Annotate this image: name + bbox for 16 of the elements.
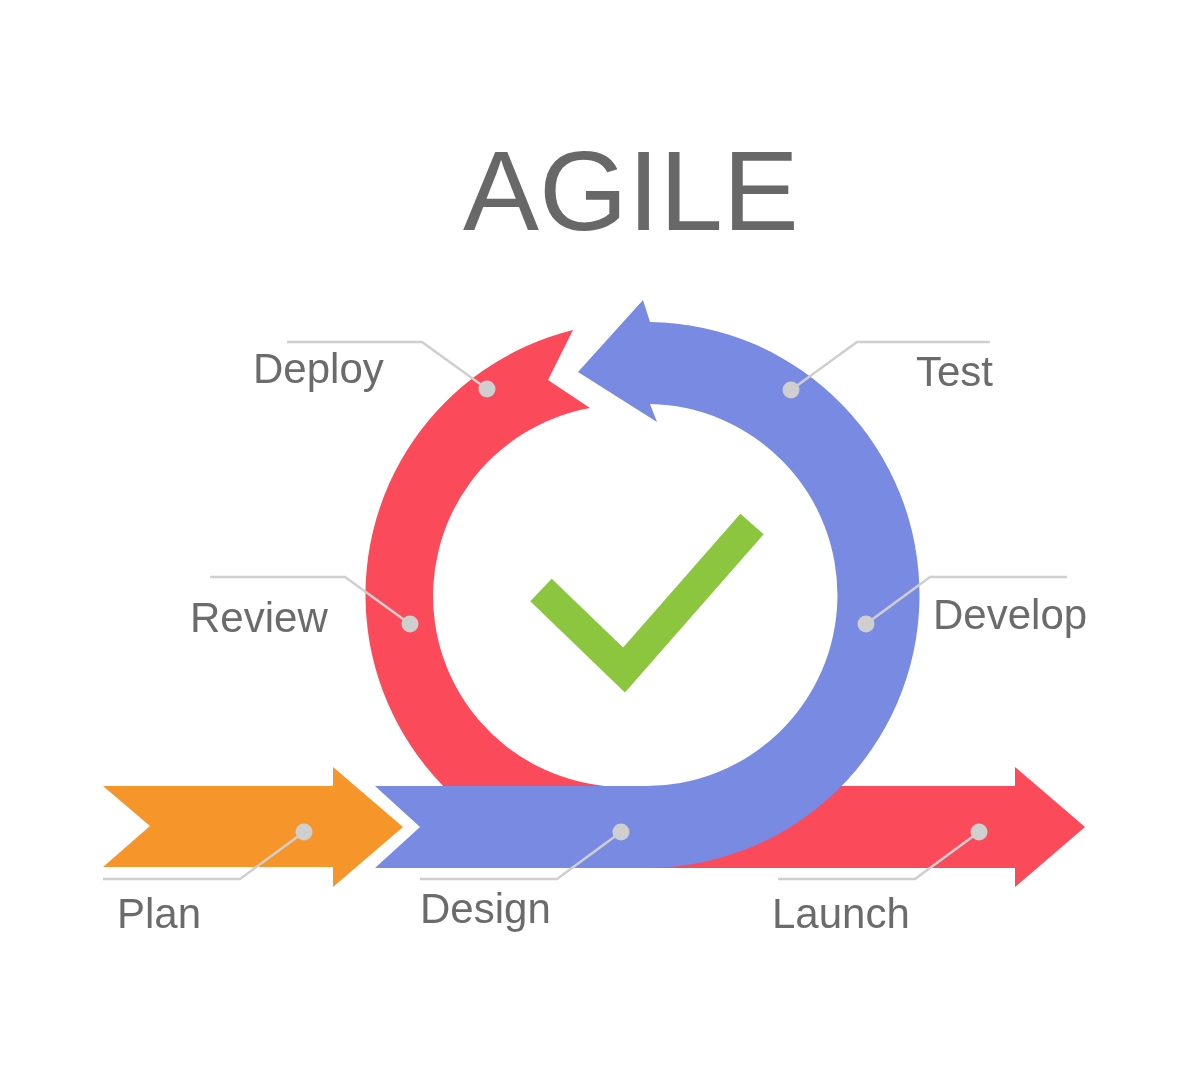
step-label: Develop (933, 591, 1088, 640)
leader-line (103, 823, 313, 881)
leader-line (782, 340, 990, 399)
step-label: Launch (772, 890, 910, 939)
step-label: Test (916, 348, 994, 397)
leader-line (210, 575, 419, 633)
title: AGILE (462, 128, 800, 254)
chevron-arrow (103, 767, 403, 887)
step-label: Deploy (253, 345, 384, 394)
leader-line (287, 340, 496, 398)
leader-line (857, 575, 1067, 633)
step-label: Plan (117, 890, 202, 939)
step-label: Review (190, 594, 328, 643)
step-label: Design (420, 885, 551, 934)
leader-line (420, 823, 630, 881)
leader-line (778, 823, 988, 881)
